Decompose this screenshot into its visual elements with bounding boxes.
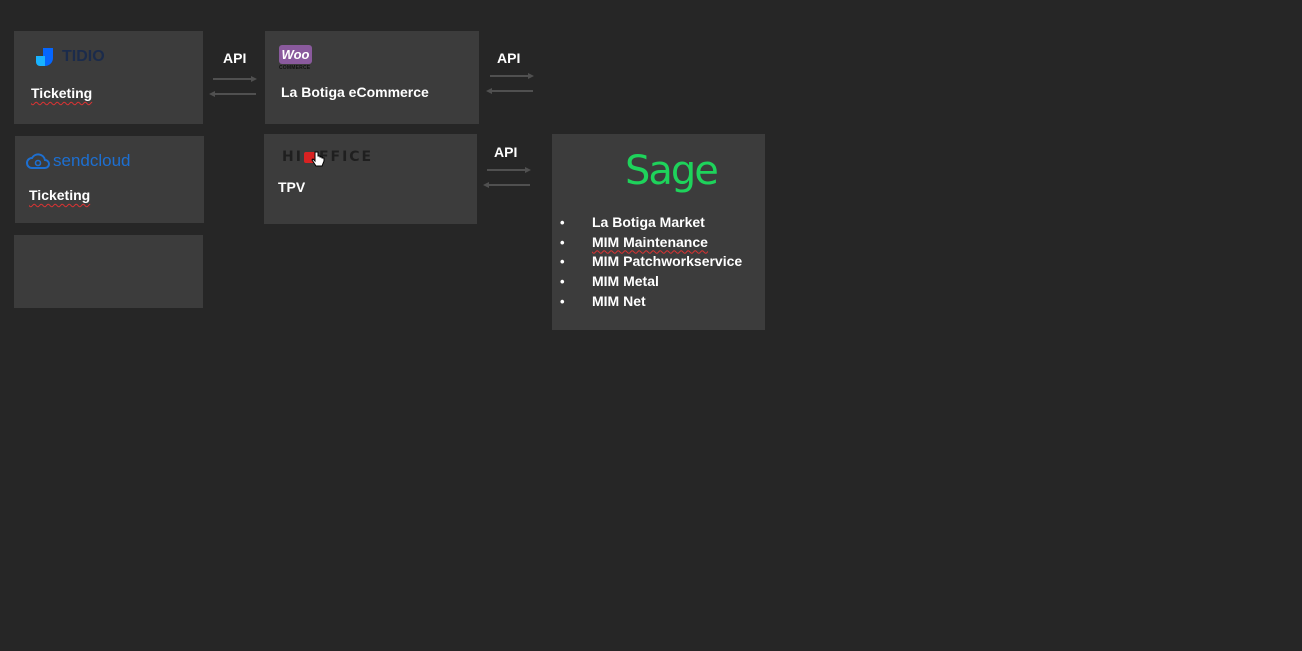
list-item-text: MIM Patchworkservice [592, 253, 743, 270]
hand-cursor-icon [311, 151, 325, 167]
hioffice-logo-text-left: HI [282, 149, 303, 165]
api-label-woo-right: API [497, 50, 521, 66]
bidirectional-arrows-woo-right [486, 73, 534, 94]
list-item: MIM Net [560, 292, 742, 312]
list-item-text: La Botiga Market [592, 214, 705, 230]
list-item-text: MIM Net [592, 292, 646, 309]
sendcloud-label-text: Ticketing [29, 187, 91, 203]
list-item: MIM Maintenance [560, 233, 742, 253]
bidirectional-arrows-hioffice-sage [483, 167, 531, 188]
list-item: MIM Patchworkservice [560, 252, 742, 272]
woo-logo-bubble: Woo [279, 45, 312, 64]
sendcloud-logo-text: sendcloud [53, 151, 131, 170]
tidio-logo-text: TIDIO [62, 48, 105, 65]
bidirectional-arrows-tidio-woo [209, 76, 257, 97]
cloud-icon [26, 153, 50, 169]
tidio-box [14, 31, 203, 124]
list-item: MIM Metal [560, 272, 742, 292]
tidio-label-text: Ticketing [31, 85, 93, 101]
woo-logo-subtext: COMMERCE [279, 65, 311, 71]
list-item-text: MIM Maintenance [592, 233, 708, 250]
api-label-tidio-woo: API [223, 50, 247, 66]
hioffice-box [264, 134, 477, 224]
woocommerce-label: La Botiga eCommerce [281, 84, 429, 100]
tidio-icon [36, 48, 53, 66]
tidio-label: Ticketing [31, 85, 92, 101]
tidio-logo: TIDIO [34, 46, 105, 68]
hioffice-logo-text-right: FFICE [318, 149, 374, 165]
sendcloud-label: Ticketing [29, 187, 90, 203]
hioffice-label: TPV [278, 179, 306, 195]
hioffice-logo: HI FFICE [282, 149, 373, 165]
sendcloud-box [15, 136, 204, 223]
sage-company-list: La Botiga Market MIM Maintenance MIM Pat… [560, 213, 742, 311]
woocommerce-logo: Woo COMMERCE [279, 45, 313, 71]
list-item: La Botiga Market [560, 213, 742, 233]
sage-logo: Sage [625, 148, 719, 194]
hioffice-logo-accent [303, 151, 318, 163]
sendcloud-logo: sendcloud [26, 151, 131, 171]
api-label-hioffice-sage: API [494, 144, 518, 160]
empty-box [14, 235, 203, 308]
list-item-text: MIM Metal [592, 273, 659, 290]
